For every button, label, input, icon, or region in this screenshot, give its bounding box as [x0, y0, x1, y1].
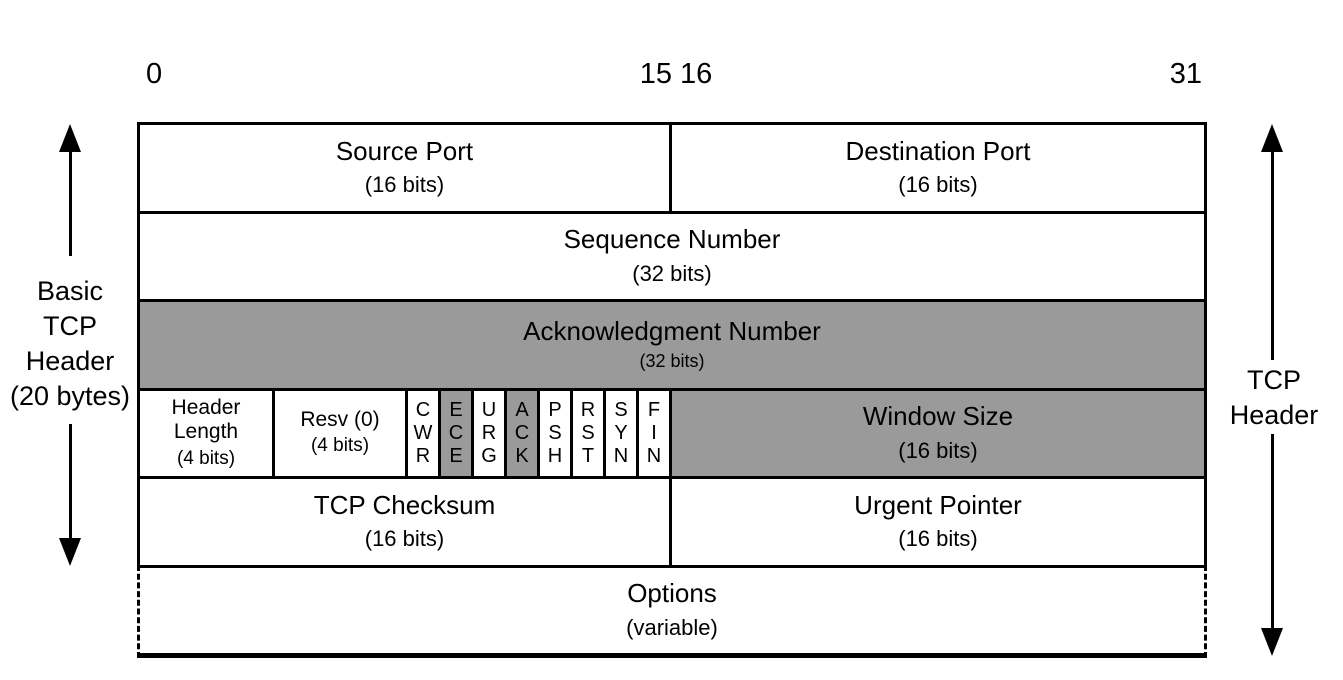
bit-label-31: 31 [1169, 58, 1202, 90]
field-header-length: Header Length (4 bits) [140, 390, 275, 476]
field-title: Destination Port [845, 135, 1031, 166]
field-title: Urgent Pointer [854, 489, 1022, 520]
field-size: (16 bits) [898, 526, 978, 552]
field-source-port: Source Port (16 bits) [140, 125, 672, 211]
field-size: (variable) [626, 614, 718, 640]
flag-label: E C E [448, 398, 464, 467]
field-sequence-number: Sequence Number (32 bits) [140, 214, 1204, 300]
arrow-shaft [68, 424, 72, 538]
field-flag-ece: E C E [441, 390, 474, 476]
field-size: (4 bits) [176, 447, 236, 469]
flag-label: U R G [481, 398, 497, 467]
field-flag-cwr: C W R [408, 390, 441, 476]
field-size: (16 bits) [898, 437, 978, 463]
row-options: Options (variable) [137, 564, 1207, 658]
field-title: Window Size [862, 401, 1014, 432]
basic-header-arrow-up-icon [59, 124, 81, 256]
field-window-size: Window Size (16 bits) [672, 390, 1204, 476]
field-size: (16 bits) [364, 526, 445, 552]
tcp-header-label: TCP Header [1229, 365, 1319, 430]
arrow-shaft [1270, 434, 1274, 628]
flag-label: R S T [580, 398, 596, 467]
field-flag-psh: P S H [540, 390, 573, 476]
tcp-header-arrow-down-icon [1261, 434, 1283, 656]
field-flag-fin: F I N [639, 390, 672, 476]
field-destination-port: Destination Port (16 bits) [672, 125, 1204, 211]
row-checksum-urgent: TCP Checksum (16 bits) Urgent Pointer (1… [137, 476, 1207, 565]
field-flag-rst: R S T [573, 390, 606, 476]
flag-label: A C K [514, 398, 530, 467]
field-title: Header Length [171, 396, 241, 444]
field-flag-urg: U R G [474, 390, 507, 476]
field-size: (4 bits) [310, 435, 370, 457]
flag-label: S Y N [613, 398, 629, 467]
field-tcp-checksum: TCP Checksum (16 bits) [140, 479, 672, 565]
field-size: (32 bits) [639, 351, 705, 372]
arrow-shaft [1270, 152, 1274, 360]
bit-label-0: 0 [146, 58, 163, 90]
arrow-shaft [68, 152, 72, 256]
field-title: Options [627, 578, 717, 609]
arrowhead-up-icon [59, 124, 81, 152]
row-ports: Source Port (16 bits) Destination Port (… [137, 122, 1207, 211]
field-flag-syn: S Y N [606, 390, 639, 476]
flag-label: C W R [413, 398, 433, 467]
field-size: (16 bits) [898, 172, 978, 198]
arrowhead-up-icon [1261, 124, 1283, 152]
row-sequence-number: Sequence Number (32 bits) [137, 210, 1207, 300]
field-size: (16 bits) [364, 172, 445, 198]
tcp-header-arrow-up-icon [1261, 124, 1283, 360]
basic-tcp-header-label: Basic TCP Header (20 bytes) [9, 276, 131, 411]
field-title: TCP Checksum [313, 489, 496, 520]
field-options: Options (variable) [140, 568, 1204, 654]
field-flag-ack: A C K [507, 390, 540, 476]
field-title: Sequence Number [563, 224, 781, 255]
arrowhead-down-icon [59, 538, 81, 566]
field-title: Source Port [335, 135, 474, 166]
flag-label: F I N [646, 398, 662, 467]
field-acknowledgment-number: Acknowledgment Number (32 bits) [140, 302, 1204, 388]
field-urgent-pointer: Urgent Pointer (16 bits) [672, 479, 1204, 565]
field-title: Acknowledgment Number [523, 315, 821, 346]
field-reserved: Resv (0) (4 bits) [275, 390, 408, 476]
flag-label: P S H [547, 398, 563, 467]
row-flags: Header Length (4 bits) Resv (0) (4 bits)… [137, 387, 1207, 476]
arrowhead-down-icon [1261, 628, 1283, 656]
tcp-header-table: Source Port (16 bits) Destination Port (… [137, 122, 1207, 658]
field-size: (32 bits) [632, 260, 712, 286]
basic-header-arrow-down-icon [59, 424, 81, 566]
row-acknowledgment-number: Acknowledgment Number (32 bits) [137, 299, 1207, 388]
field-title: Resv (0) [300, 408, 380, 432]
bit-label-15-16: 15 16 [639, 58, 713, 90]
